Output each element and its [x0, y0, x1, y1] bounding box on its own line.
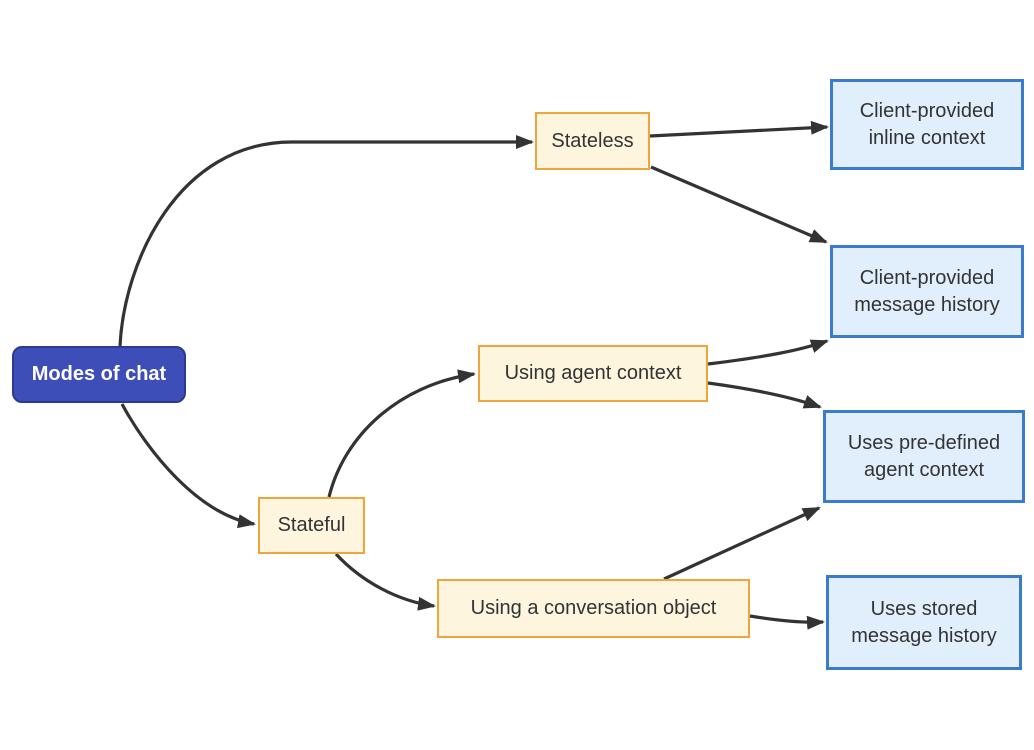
node-uses-predefined-agent-context: Uses pre-defined agent context — [823, 410, 1025, 503]
node-using-conversation-object: Using a conversation object — [437, 579, 750, 638]
node-stateless: Stateless — [535, 112, 650, 170]
node-using-agent-context: Using agent context — [478, 345, 708, 402]
node-stateful: Stateful — [258, 497, 365, 554]
edge-stateful-to-conversation-object — [334, 552, 436, 611]
edge-agent-context-to-message-history — [707, 339, 829, 366]
edge-stateless-to-inline-context — [649, 120, 829, 138]
node-uses-stored-message-history: Uses stored message history — [826, 575, 1022, 670]
node-client-provided-message-history: Client-provided message history — [830, 245, 1024, 338]
edge-stateless-to-message-history — [650, 165, 828, 244]
edge-agent-context-to-predefined-context — [707, 381, 822, 409]
node-client-provided-inline-context: Client-provided inline context — [830, 79, 1024, 170]
edge-modes-to-stateless — [118, 135, 534, 347]
edge-conversation-object-to-predefined-context — [663, 506, 821, 581]
edge-conversation-object-to-stored-history — [749, 614, 825, 630]
edge-stateful-to-agent-context — [327, 369, 476, 498]
edge-modes-to-stateful — [120, 403, 256, 529]
node-modes-of-chat: Modes of chat — [12, 346, 186, 403]
